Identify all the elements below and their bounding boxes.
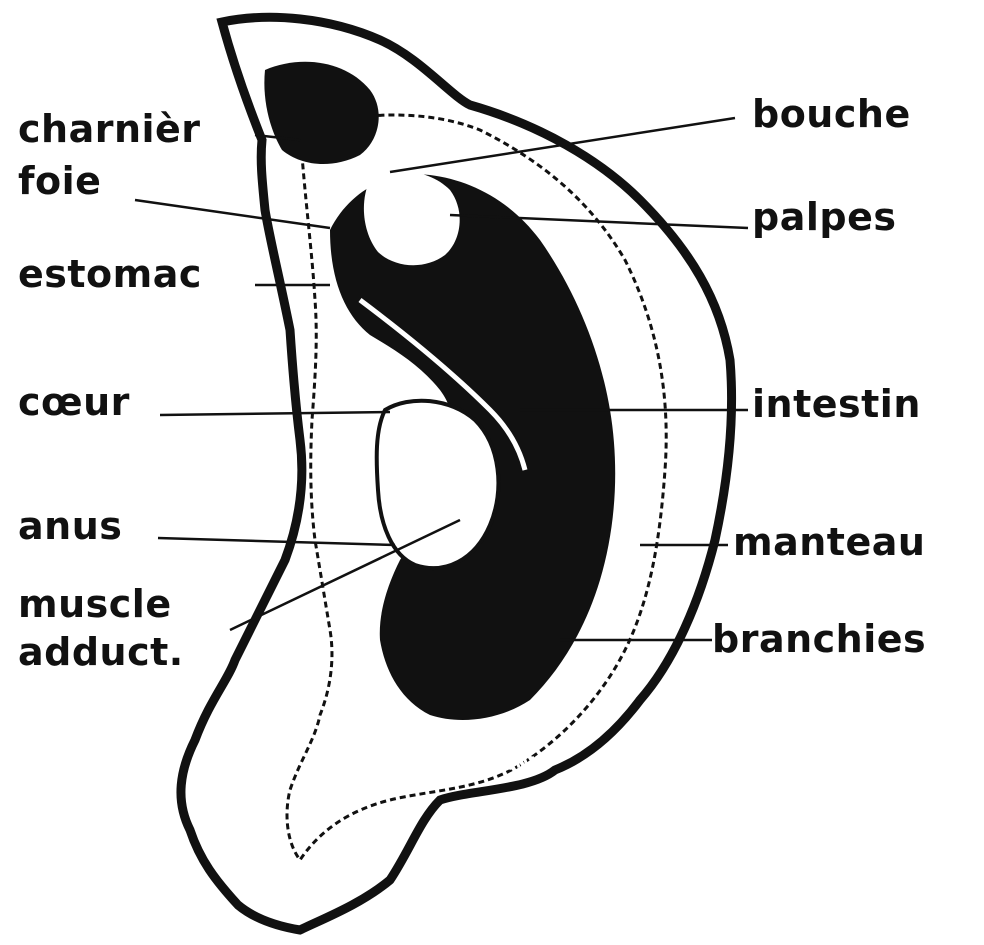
label-bouche: bouche xyxy=(752,95,911,133)
hinge-mass xyxy=(264,62,378,164)
leader-line-anus xyxy=(158,538,395,545)
leader-line-coeur xyxy=(160,412,390,415)
label-charniere: charnièr xyxy=(18,110,201,148)
label-branchies: branchies xyxy=(712,620,926,658)
label-intestin: intestin xyxy=(752,385,921,423)
label-palpes: palpes xyxy=(752,198,896,236)
label-foie: foie xyxy=(18,162,101,200)
leader-line-bouche xyxy=(390,118,735,172)
label-adduct: adduct. xyxy=(18,633,184,671)
label-coeur: cœur xyxy=(18,383,130,421)
leader-line-foie xyxy=(135,200,330,228)
label-manteau: manteau xyxy=(733,523,925,561)
label-estomac: estomac xyxy=(18,255,202,293)
label-anus: anus xyxy=(18,507,122,545)
label-muscle: muscle xyxy=(18,585,172,623)
adductor-muscle xyxy=(377,401,499,568)
